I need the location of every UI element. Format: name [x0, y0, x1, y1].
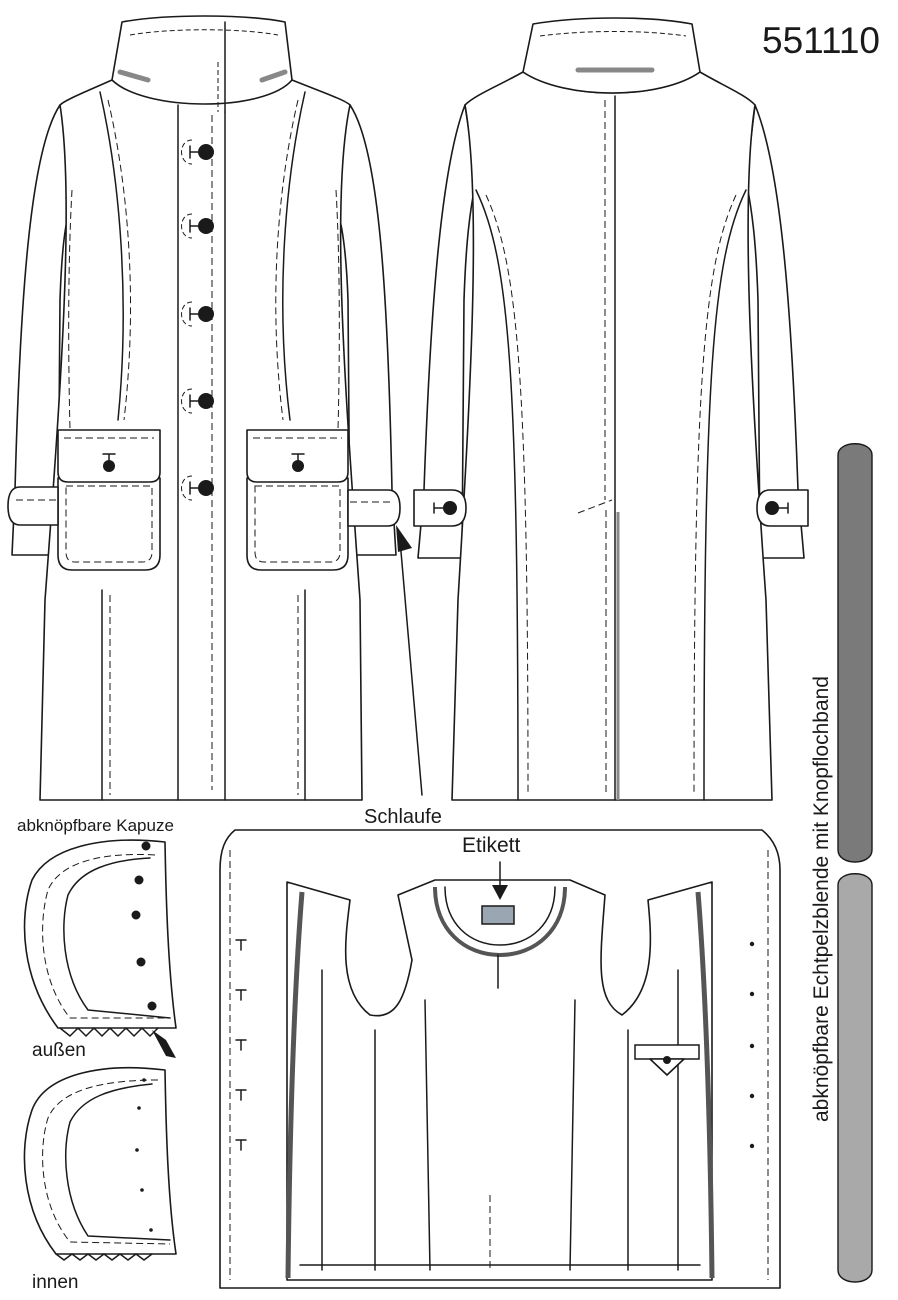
back-left-sleeve [417, 104, 477, 559]
back-body [451, 71, 773, 801]
front-right-cuff-tab [347, 489, 401, 527]
front-left-cuff-tab [7, 486, 59, 526]
article-number: 551110 [762, 20, 880, 61]
front-pocket-right [246, 429, 349, 571]
neckline-trim [433, 886, 567, 958]
button-1 [198, 144, 214, 160]
front-buttons [181, 139, 214, 501]
back-collar [522, 17, 701, 94]
loop-arrowhead [396, 525, 412, 552]
hood-outer-view [23, 839, 177, 1058]
fur-trim-label: abknöpfbare Echtpelzblende mit Knopfloch… [810, 676, 833, 1122]
label-tag-label: Etikett [462, 834, 521, 857]
hood-inner-label: innen [32, 1272, 79, 1293]
fur-band-upper [837, 443, 873, 863]
hood-outer-label: außen [32, 1040, 86, 1061]
loop-label: Schlaufe [364, 806, 442, 828]
coat-front-view [7, 15, 401, 801]
loop-leader-line [399, 539, 423, 796]
left-facing-band [285, 891, 305, 1279]
inner-pocket [634, 1044, 700, 1076]
hood-title: abknöpfbare Kapuze [17, 816, 174, 835]
back-right-sleeve [745, 104, 805, 559]
front-collar [111, 15, 293, 105]
button-2 [198, 218, 214, 234]
label-arrowhead [492, 885, 508, 900]
right-facing-band [695, 891, 715, 1279]
collar-trim-left [117, 69, 151, 83]
hood-inner-view [23, 1067, 177, 1261]
button-4 [198, 393, 214, 409]
button-5 [198, 480, 214, 496]
label-tag [481, 905, 515, 925]
coat-back-view [413, 17, 809, 801]
collar-trim-right [259, 69, 288, 83]
fur-band-lower [837, 873, 873, 1283]
button-3 [198, 306, 214, 322]
coat-inside-view [219, 829, 781, 1289]
front-pocket-left [57, 429, 161, 571]
